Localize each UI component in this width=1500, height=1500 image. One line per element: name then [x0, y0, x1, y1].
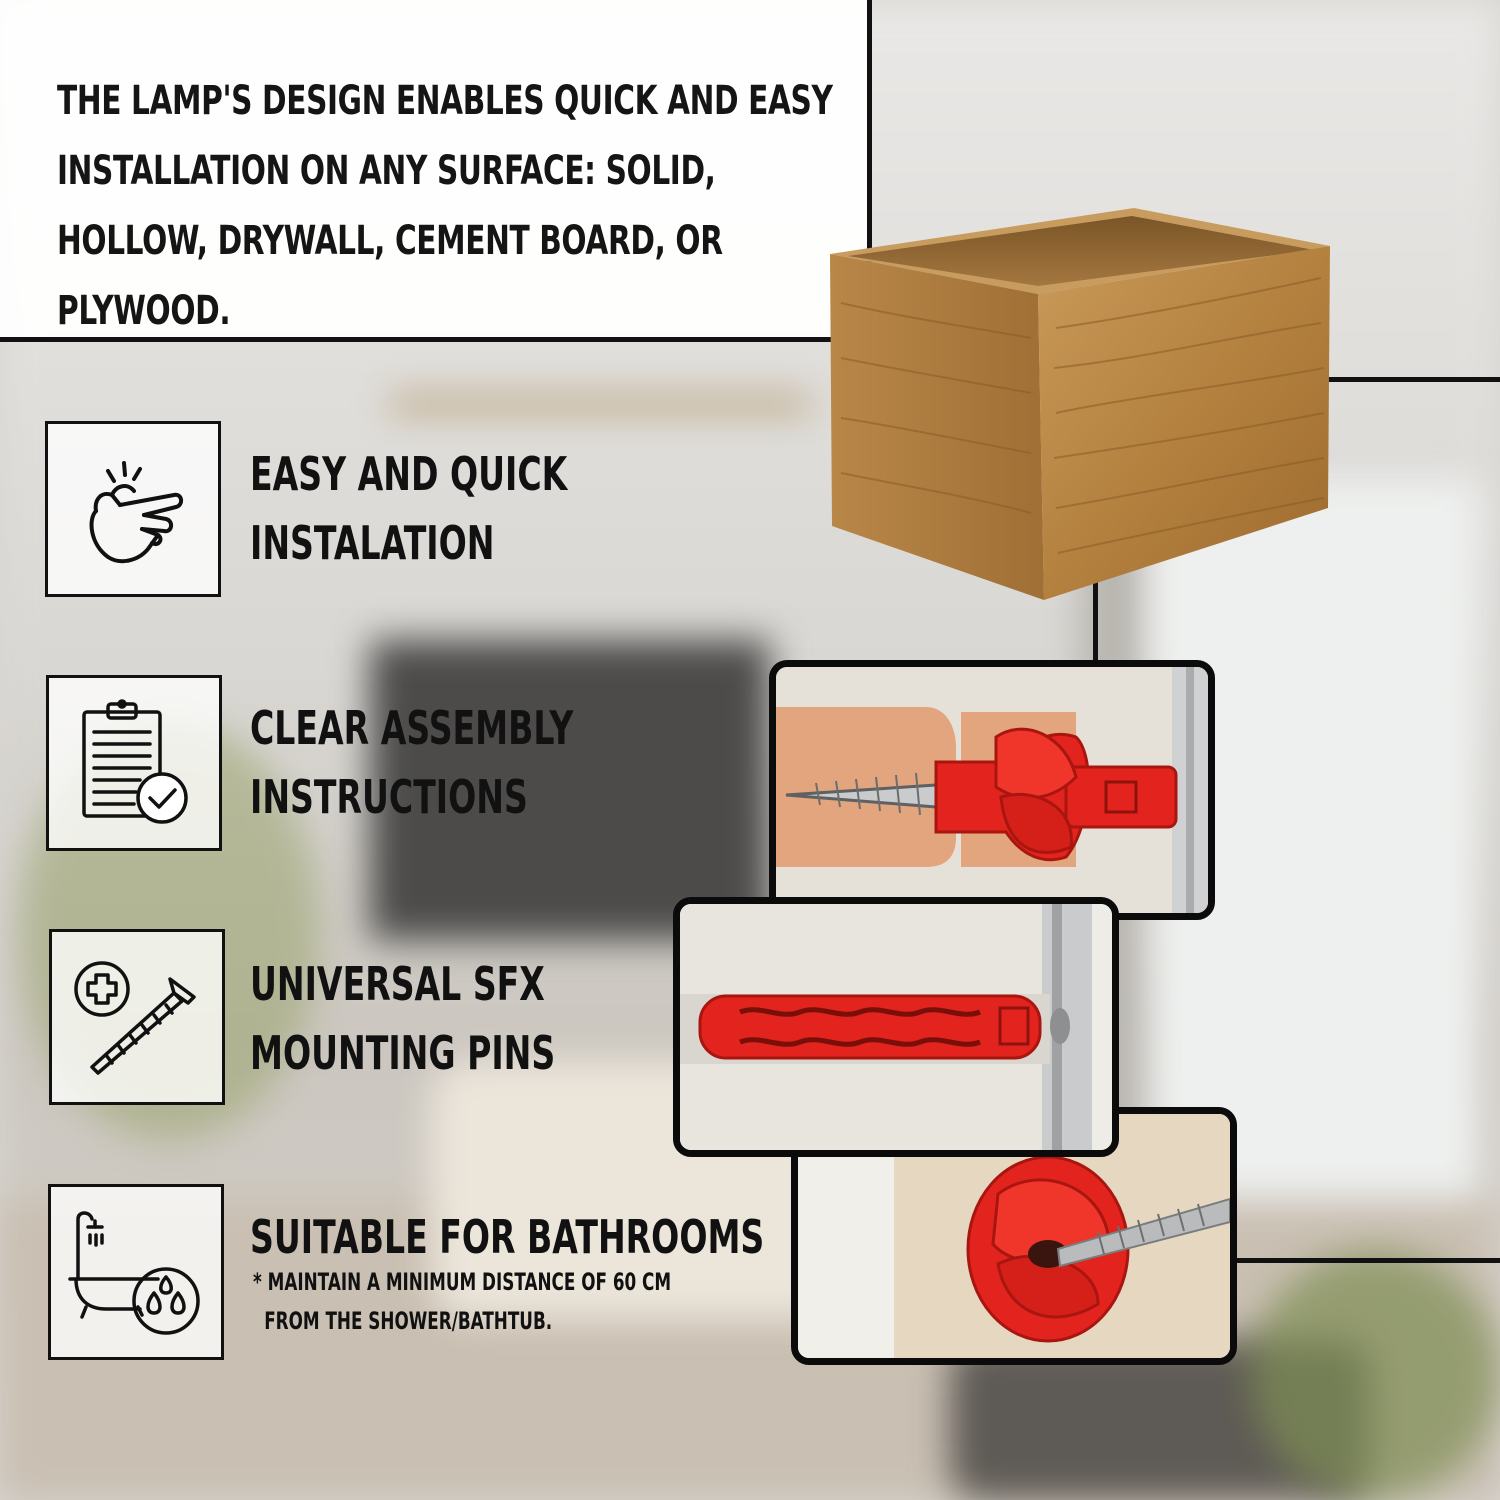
feature-4-note-line-2: FROM THE SHOWER/BATHTUB. — [264, 1307, 553, 1335]
header-panel: THE LAMP'S DESIGN ENABLES QUICK AND EASY… — [0, 0, 872, 342]
feature-4-line-1: SUITABLE FOR BATHROOMS — [250, 1210, 765, 1264]
feature-2-line-2: INSTRUCTIONS — [250, 770, 528, 824]
feature-2-line-1: CLEAR ASSEMBLY — [250, 701, 574, 755]
anchor-photo-2 — [673, 897, 1119, 1157]
wooden-box-image — [830, 208, 1330, 600]
feature-1-line-2: INSTALATION — [250, 516, 495, 570]
feature-3-line-2: MOUNTING PINS — [250, 1026, 556, 1080]
feature-4-note-line-1: * MAINTAIN A MINIMUM DISTANCE OF 60 CM — [253, 1268, 672, 1296]
finger-snap-icon — [89, 461, 183, 564]
screw-icon — [74, 961, 196, 1075]
feature-3-line-1: UNIVERSAL SFX — [250, 957, 545, 1011]
connector-line-bottom — [1232, 1258, 1500, 1263]
feature-title-2: CLEAR ASSEMBLY INSTRUCTIONS — [250, 694, 573, 832]
feature-icon-box-1 — [45, 421, 221, 597]
feature-icon-box-2 — [46, 675, 222, 851]
clipboard-check-icon — [82, 699, 188, 824]
connector-line-right — [1325, 377, 1500, 382]
connector-line-vertical — [1093, 578, 1098, 664]
feature-title-4: SUITABLE FOR BATHROOMS — [250, 1203, 764, 1272]
header-text: THE LAMP'S DESIGN ENABLES QUICK AND EASY… — [57, 78, 833, 334]
bathtub-water-icon — [68, 1211, 200, 1335]
feature-title-3: UNIVERSAL SFX MOUNTING PINS — [250, 950, 555, 1088]
feature-1-line-1: EASY AND QUICK — [250, 447, 568, 501]
feature-4-note: * MAINTAIN A MINIMUM DISTANCE OF 60 CM F… — [253, 1263, 671, 1341]
feature-icon-box-4 — [48, 1184, 224, 1360]
feature-icon-box-3 — [49, 929, 225, 1105]
anchor-photo-1 — [769, 660, 1215, 920]
feature-title-1: EASY AND QUICK INSTALATION — [250, 440, 567, 578]
